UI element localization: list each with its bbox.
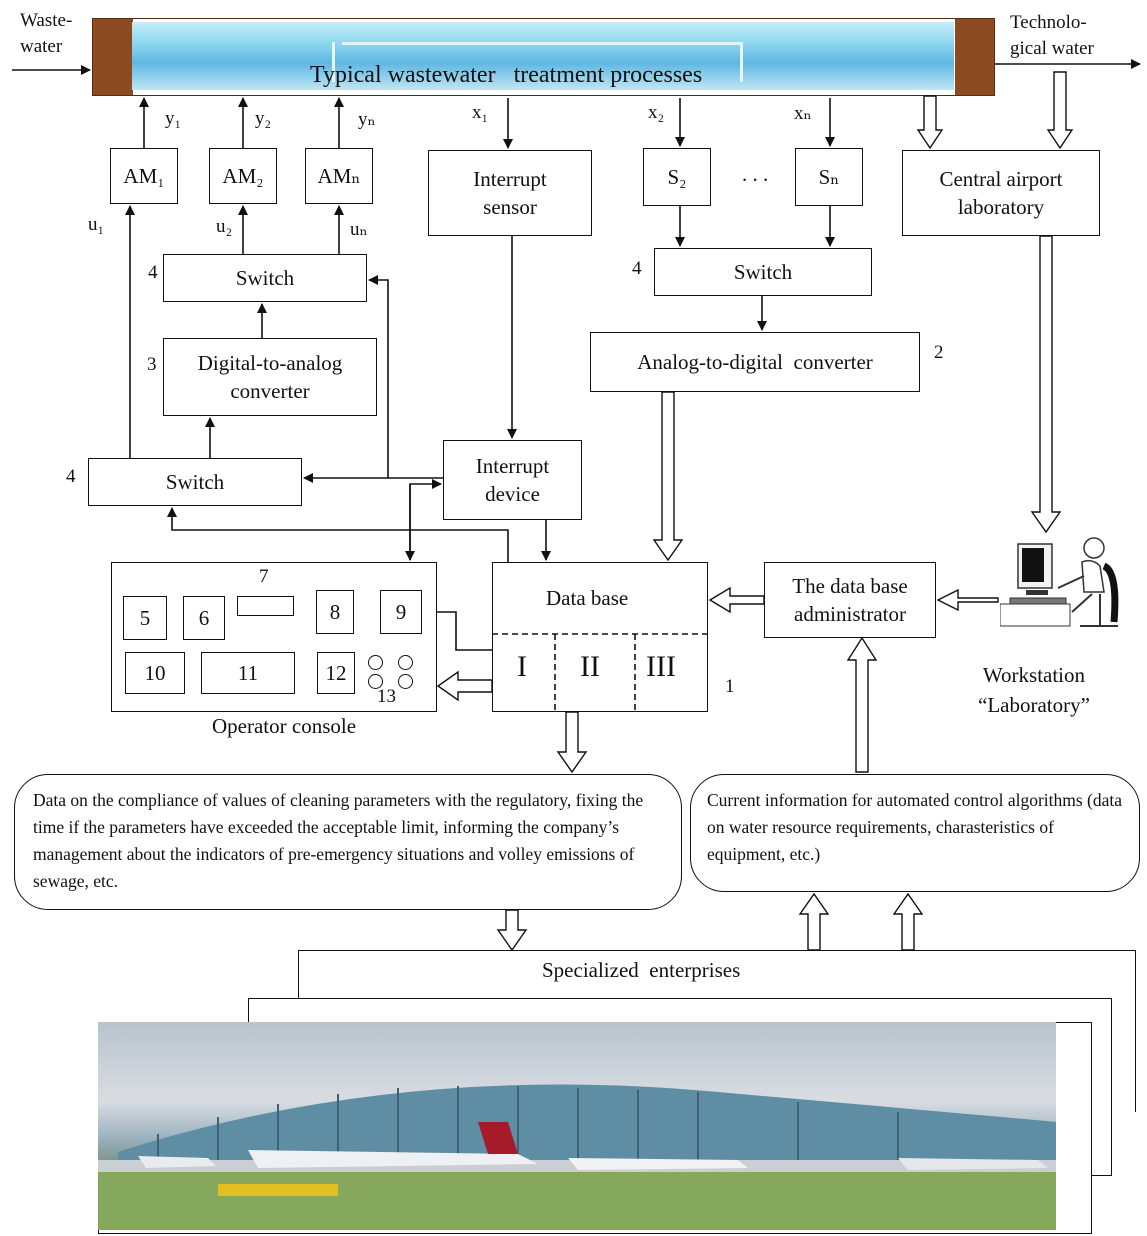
x1-label: x₁ [472, 102, 489, 123]
db-section-3: III [646, 650, 676, 683]
database-title: Data base [546, 586, 629, 610]
central-airport-laboratory: Central airport laboratory [902, 150, 1100, 236]
console-knob[interactable] [368, 655, 383, 670]
db-section-2: II [580, 650, 600, 683]
wastewater-label: Waste- water [20, 10, 73, 57]
interrupt-device: Interrupt device [443, 440, 582, 520]
operator-console-title: Operator console [212, 714, 357, 738]
database [492, 562, 708, 712]
technological-water-label: Technolo- gical water [1010, 12, 1094, 59]
db-section-1: I [517, 650, 527, 683]
console-knob[interactable] [368, 674, 383, 689]
u2-label: u₂ [216, 216, 233, 237]
console-item-10[interactable]: 10 [125, 652, 185, 694]
digital-to-analog-converter: Digital-to-analog converter [163, 338, 377, 416]
actuator-amn: AMₙ [305, 148, 373, 204]
switch-bottom: Switch [88, 458, 302, 506]
tank-water [132, 22, 954, 90]
sensor-dots: . . . [742, 162, 769, 186]
workstation-computer-icon [1000, 532, 1124, 628]
console-item-12[interactable]: 12 [317, 652, 355, 694]
label-1: 1 [725, 676, 735, 697]
current-information-bubble: Current information for automated contro… [690, 774, 1140, 892]
console-knob[interactable] [398, 674, 413, 689]
workstation-label: Workstation “Laboratory” [978, 663, 1090, 718]
u1-label: u₁ [88, 214, 105, 235]
console-item-6[interactable]: 6 [183, 596, 225, 640]
interrupt-sensor: Interrupt sensor [428, 150, 592, 236]
analog-to-digital-converter: Analog-to-digital converter [590, 332, 920, 392]
label-4-bottom: 4 [66, 466, 76, 487]
compliance-data-bubble: Data on the compliance of values of clea… [14, 774, 682, 910]
switch-sensors: Switch [654, 248, 872, 296]
database-administrator: The data base administrator [764, 562, 936, 638]
specialized-enterprises-title: Specialized enterprises [542, 958, 741, 982]
label-4-top: 4 [148, 262, 158, 283]
tank-title: Typical wastewater treatment processes [310, 62, 703, 88]
airport-photo [98, 1022, 1056, 1230]
operator-console [111, 562, 437, 712]
console-item-5[interactable]: 5 [123, 596, 167, 640]
sensor-sn: Sₙ [795, 148, 863, 206]
actuator-am1: AM₁ [110, 148, 178, 204]
sensor-s2: S₂ [643, 148, 711, 206]
label-2: 2 [934, 342, 944, 363]
actuator-am2: AM₂ [209, 148, 277, 204]
un-label: uₙ [350, 219, 368, 240]
y1-label: y₁ [165, 108, 182, 129]
console-knob[interactable] [398, 655, 413, 670]
label-3: 3 [147, 354, 157, 375]
yn-label: yₙ [358, 109, 376, 130]
xn-label: xₙ [794, 103, 812, 124]
console-item-9[interactable]: 9 [380, 590, 422, 634]
label-4-sensors: 4 [632, 258, 642, 279]
console-item-7-label: 7 [259, 566, 269, 587]
console-item-11[interactable]: 11 [201, 652, 295, 694]
console-item-13-label: 13 [377, 686, 396, 707]
switch-top: Switch [163, 254, 367, 302]
x2-label: x₂ [648, 102, 665, 123]
y2-label: y₂ [255, 108, 272, 129]
console-item-7[interactable] [237, 596, 294, 616]
console-item-8[interactable]: 8 [316, 590, 354, 634]
